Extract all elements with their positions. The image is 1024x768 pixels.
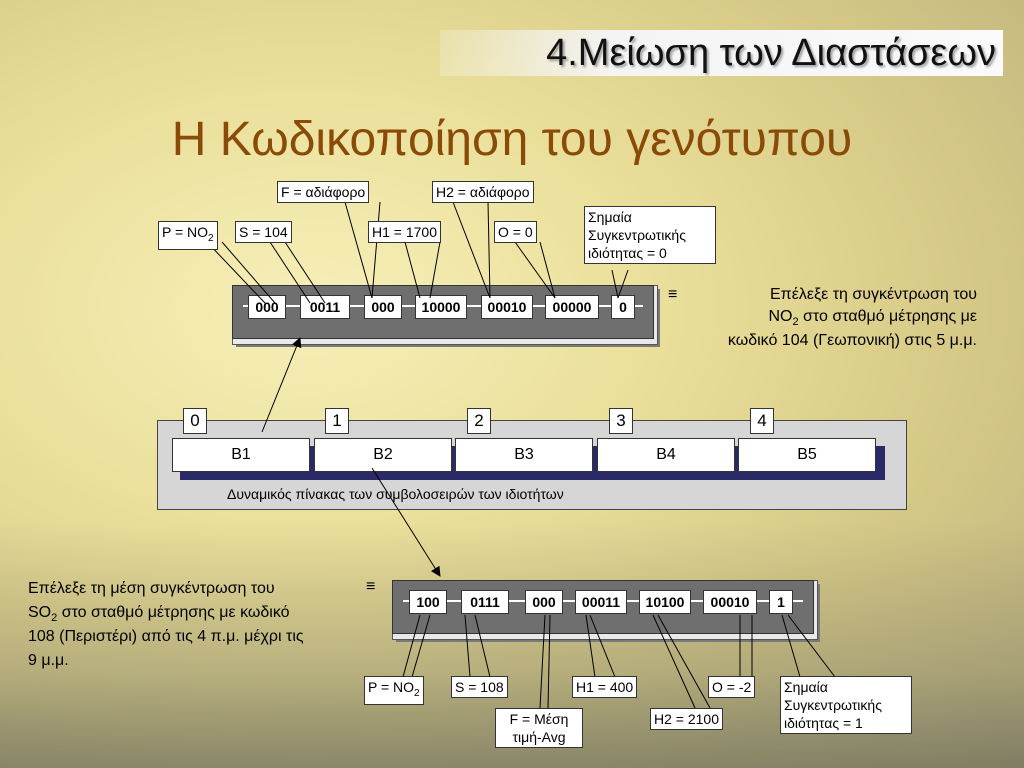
- top-note-line1: Επέλεξε τη συγκέντρωση του: [769, 286, 977, 303]
- array-index-2: 2: [467, 408, 491, 434]
- top-note-line2: NO2 στο σταθμό μέτρησης με: [768, 308, 977, 329]
- array-caption: Δυναμικός πίνακας των συμβολοσειρών των …: [227, 486, 564, 502]
- array-index-4: 4: [750, 408, 774, 434]
- bottom-note-line3: 108 (Περιστέρι) από τις 4 π.μ. μέχρι τις: [28, 628, 304, 645]
- array-cell-b2: B2: [314, 438, 452, 472]
- bottom-note-line2: SO2 στο σταθμό μέτρησης με κωδικό: [28, 604, 290, 625]
- top-label-o: O = 0: [494, 221, 537, 243]
- gene-flag: 1: [769, 590, 793, 614]
- top-label-p: P = NO2: [158, 221, 218, 250]
- gene-f: 000: [364, 295, 402, 319]
- top-note-line3: κωδικό 104 (Γεωπονική) στις 5 μ.μ.: [727, 332, 977, 349]
- gene-f: 000: [525, 590, 563, 614]
- top-label-flag: Σημαία Συγκεντρωτικής ιδιότητας = 0: [584, 206, 716, 264]
- header-bar: [440, 30, 1003, 76]
- top-note-bullet: ≡: [668, 286, 678, 303]
- gene-p: 100: [409, 590, 447, 614]
- gene-p: 000: [248, 295, 286, 319]
- gene-o: 00000: [545, 295, 599, 319]
- top-chromosome: 000 0011 000 10000 00010 00000 0: [232, 285, 654, 339]
- top-label-h1: H1 = 1700: [368, 221, 441, 243]
- gene-h2: 00010: [481, 295, 533, 319]
- bottom-label-o: O = -2: [708, 676, 756, 698]
- gene-flag: 0: [611, 295, 635, 319]
- top-label-h2: H2 = αδιάφορο: [432, 181, 534, 203]
- slide-title: Η Κωδικοποίηση του γενότυπου: [171, 113, 853, 166]
- array-cell-b1: B1: [172, 438, 310, 472]
- header-title: 4.Μείωση των Διαστάσεων: [546, 32, 996, 74]
- gene-o: 00010: [703, 590, 757, 614]
- bottom-label-h1: H1 = 400: [572, 676, 638, 698]
- bottom-note-bullet: ≡: [366, 578, 376, 595]
- bottom-note-line4: 9 μ.μ.: [28, 652, 69, 669]
- bottom-label-h2: H2 = 2100: [650, 708, 723, 730]
- gene-h1: 00011: [575, 590, 627, 614]
- bottom-label-flag: Σημαία Συγκεντρωτικής ιδιότητας = 1: [780, 676, 912, 734]
- gene-h1: 10000: [415, 295, 467, 319]
- array-cell-b4: B4: [597, 438, 735, 472]
- gene-s: 0111: [461, 590, 509, 614]
- bottom-chromosome: 100 0111 000 00011 10100 00010 1: [392, 580, 814, 634]
- bottom-label-f: F = Μέση τιμή-Avg: [495, 708, 583, 748]
- array-cell-b5: B5: [738, 438, 876, 472]
- array-index-3: 3: [609, 408, 633, 434]
- bottom-label-p: P = NO2: [364, 676, 424, 705]
- bottom-label-s: S = 108: [451, 676, 508, 698]
- top-label-s: S = 104: [235, 221, 292, 243]
- array-index-1: 1: [325, 408, 349, 434]
- top-label-f: F = αδιάφορο: [277, 181, 370, 203]
- gene-s: 0011: [300, 295, 350, 319]
- array-cell-b3: B3: [455, 438, 593, 472]
- top-note: Επέλεξε τη συγκέντρωση του: [700, 284, 977, 306]
- gene-h2: 10100: [639, 590, 691, 614]
- array-index-0: 0: [183, 408, 207, 434]
- bottom-note-line1: Επέλεξε τη μέση συγκέντρωση του: [28, 580, 275, 597]
